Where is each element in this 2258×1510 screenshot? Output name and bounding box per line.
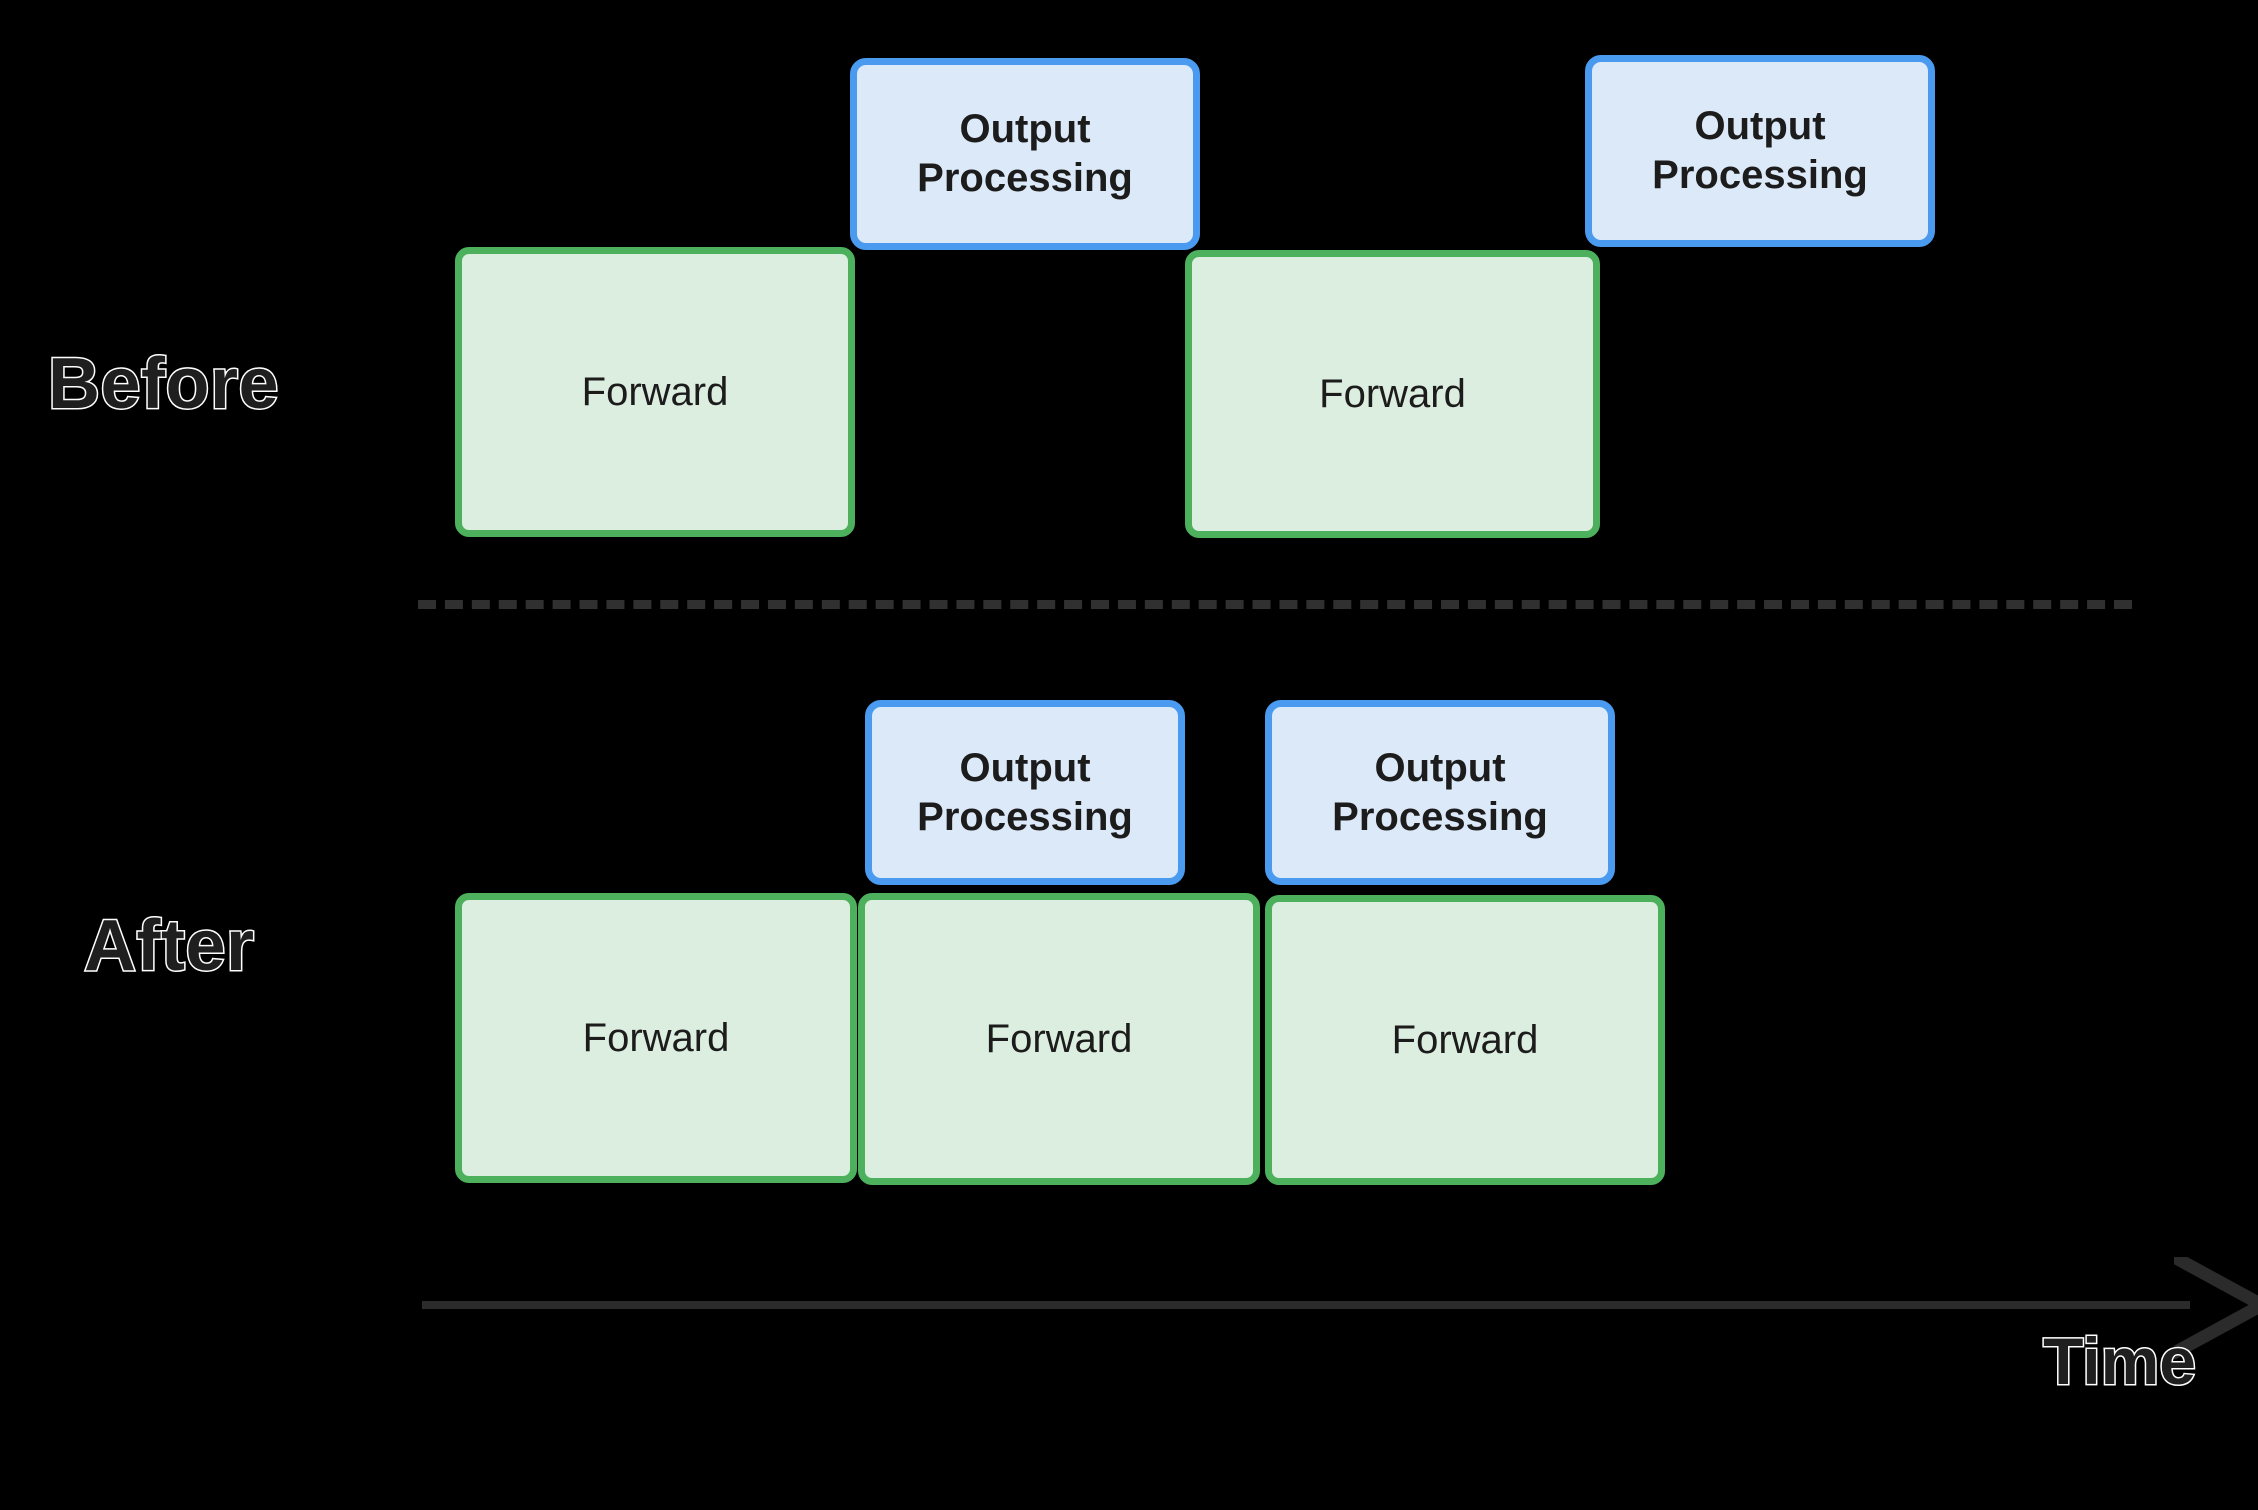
after-output-processing-block-2: Output Processing — [1265, 700, 1615, 885]
time-axis-label: Time — [2042, 1324, 2198, 1398]
block-label: Forward — [985, 1016, 1133, 1061]
after-forward-block-1: Forward — [455, 893, 857, 1183]
block-label: Output Processing — [1332, 745, 1548, 839]
before-forward-block-2: Forward — [1185, 250, 1600, 538]
before-output-processing-block-1: Output Processing — [850, 58, 1200, 250]
block-label: Forward — [1319, 371, 1466, 416]
block-label: Output Processing — [917, 107, 1133, 200]
time-axis-arrow — [422, 1270, 2230, 1340]
block-label: Forward — [1391, 1017, 1539, 1062]
block-label: Forward — [582, 1015, 730, 1060]
row-label-before: Before — [46, 344, 280, 424]
row-label-after: After — [83, 906, 256, 986]
before-output-processing-block-2: Output Processing — [1585, 55, 1935, 247]
dashed-separator — [418, 600, 2132, 609]
block-label: Forward — [581, 369, 729, 414]
after-forward-block-2: Forward — [858, 893, 1260, 1185]
before-forward-block-1: Forward — [455, 247, 855, 537]
block-label: Output Processing — [917, 745, 1133, 839]
after-output-processing-block-1: Output Processing — [865, 700, 1185, 885]
after-forward-block-3: Forward — [1265, 895, 1665, 1185]
block-label: Output Processing — [1652, 104, 1868, 197]
